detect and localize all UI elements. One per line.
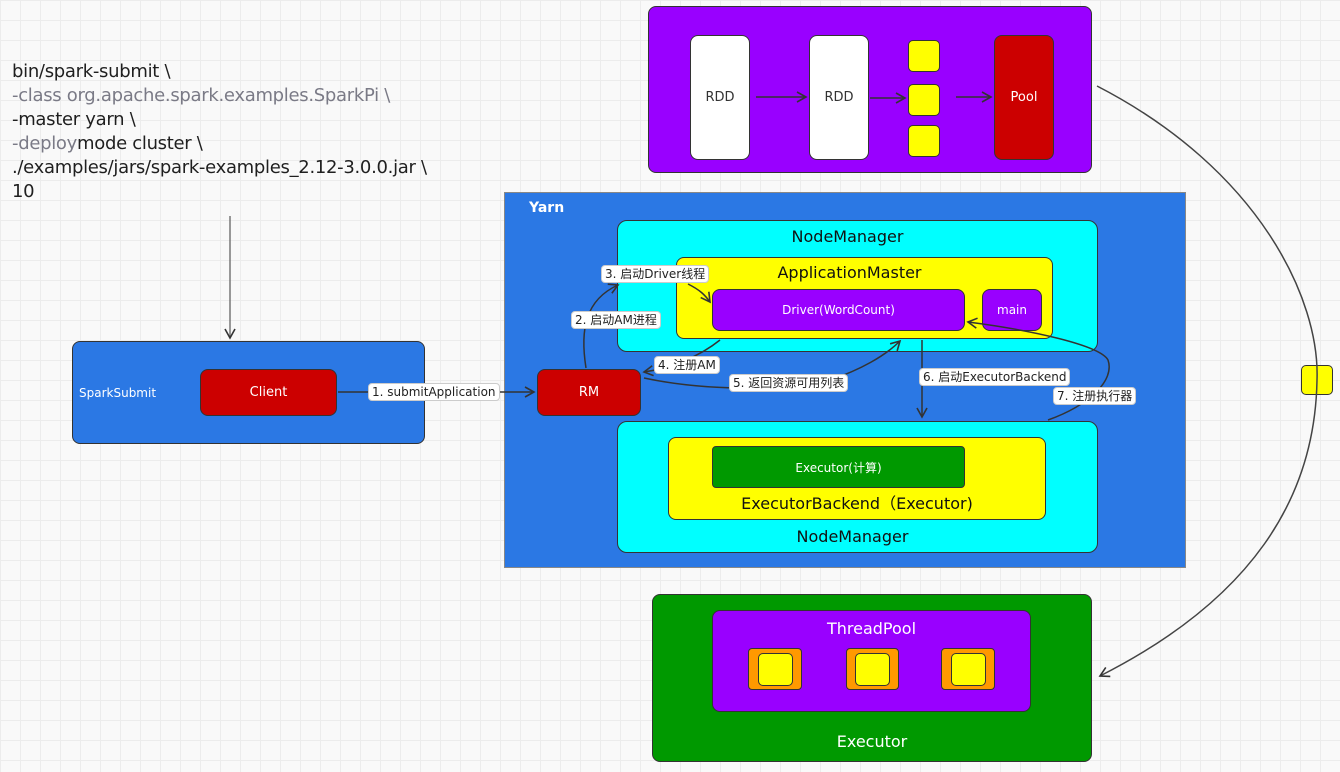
thread-slot-3	[941, 648, 995, 690]
node-manager-top-label: NodeManager	[791, 227, 904, 246]
command-line: -master yarn \	[12, 108, 427, 132]
command-part: ./examples/jars/spark-examples_2.12-3.0.…	[12, 157, 427, 178]
spark-submit-command: bin/spark-submit \ -class org.apache.spar…	[12, 60, 427, 204]
command-part: 10	[12, 181, 35, 202]
yarn-label: Yarn	[529, 200, 565, 216]
executor-compute-box: Executor(计算)	[712, 446, 965, 488]
thread-pool-label: ThreadPool	[826, 619, 917, 638]
pool-box: Pool	[994, 35, 1054, 160]
edge-label-6: 6. 启动ExecutorBackend	[919, 368, 1071, 386]
executor-panel-label: Executor	[836, 732, 908, 751]
edge-3-line	[687, 283, 711, 304]
command-line: -deploymode cluster \	[12, 132, 427, 156]
pool-label: Pool	[1010, 90, 1038, 105]
partition-box-2	[908, 84, 940, 116]
edge-label-1: 1. submitApplication	[368, 383, 500, 401]
command-part: mode cluster \	[77, 133, 203, 154]
rdd-label-2: RDD	[824, 90, 854, 105]
task-dispatch-arc	[1096, 85, 1318, 678]
command-part: -deploy	[12, 133, 77, 154]
executor-backend-label: ExecutorBackend（Executor)	[741, 494, 973, 513]
partition-box-1	[908, 40, 940, 72]
edge-label-3: 3. 启动Driver线程	[601, 265, 710, 283]
rm-box: RM	[537, 369, 641, 416]
rdd-label-1: RDD	[705, 90, 735, 105]
application-master-label: ApplicationMaster	[777, 263, 922, 282]
command-line: -class org.apache.spark.examples.SparkPi…	[12, 84, 427, 108]
spark-submit-label: SparkSubmit	[79, 385, 157, 400]
task-box-3	[950, 652, 986, 686]
client-box: Client	[200, 369, 337, 416]
node-manager-bottom-label: NodeManager	[796, 527, 909, 546]
task-box-2	[855, 652, 890, 686]
main-label: main	[997, 303, 1027, 317]
edge-label-2: 2. 启动AM进程	[571, 311, 661, 329]
command-part: -class org.apache.spark.examples.SparkPi…	[12, 85, 391, 106]
task-box-1	[757, 652, 793, 686]
driver-label: Driver(WordCount)	[782, 303, 895, 317]
executor-compute-label: Executor(计算)	[795, 460, 882, 475]
rdd-box-2: RDD	[809, 35, 869, 160]
rdd-box-1: RDD	[690, 35, 750, 160]
command-line: 10	[12, 180, 427, 204]
main-box: main	[982, 289, 1042, 331]
command-line: ./examples/jars/spark-examples_2.12-3.0.…	[12, 156, 427, 180]
command-part: -master yarn \	[12, 109, 136, 130]
edge-label-5: 5. 返回资源可用列表	[729, 374, 849, 392]
client-label: Client	[249, 385, 288, 400]
edge-label-4: 4. 注册AM	[654, 356, 720, 374]
thread-slot-2	[846, 648, 899, 690]
edge-label-7: 7. 注册执行器	[1053, 387, 1137, 405]
command-part: bin/spark-submit \	[12, 61, 171, 82]
driver-box: Driver(WordCount)	[712, 289, 965, 331]
rm-label: RM	[578, 385, 600, 400]
partition-box-3	[908, 125, 940, 157]
command-line: bin/spark-submit \	[12, 60, 427, 84]
thread-slot-1	[748, 648, 802, 690]
